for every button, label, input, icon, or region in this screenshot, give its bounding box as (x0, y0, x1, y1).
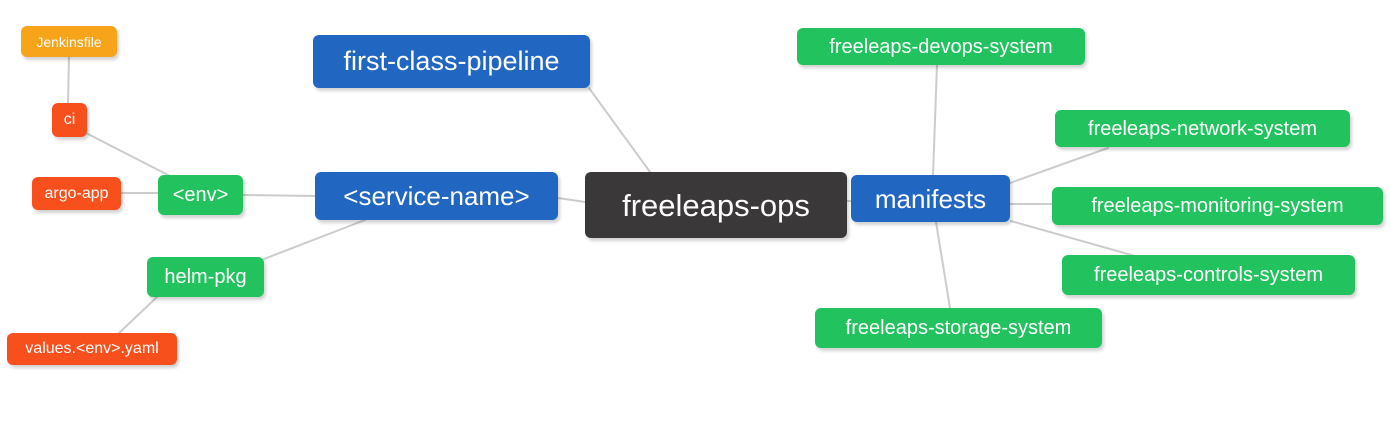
node-helm-pkg[interactable]: helm-pkg (147, 257, 264, 297)
edge-env-ci (85, 132, 171, 177)
node-values-env-yaml[interactable]: values.<env>.yaml (7, 333, 177, 365)
edge-service-name-env (242, 194, 316, 197)
edge-manifests-freeleaps-devops-system (932, 64, 938, 176)
node-freeleaps-devops-system[interactable]: freeleaps-devops-system (797, 28, 1085, 65)
edge-manifests-freeleaps-controls-system (1010, 220, 1136, 257)
node-freeleaps-controls-system[interactable]: freeleaps-controls-system (1062, 255, 1355, 295)
node-ci[interactable]: ci (52, 103, 87, 137)
edge-manifests-freeleaps-storage-system (935, 221, 951, 309)
edge-freeleaps-ops-first-class-pipeline (588, 87, 651, 173)
node-freeleaps-monitoring-system[interactable]: freeleaps-monitoring-system (1052, 187, 1383, 225)
node-freeleaps-ops[interactable]: freeleaps-ops (585, 172, 847, 238)
node-service-name[interactable]: <service-name> (315, 172, 558, 220)
node-freeleaps-network-system[interactable]: freeleaps-network-system (1055, 110, 1350, 147)
edge-service-name-helm-pkg (263, 219, 366, 260)
node-manifests[interactable]: manifests (851, 175, 1010, 222)
edge-helm-pkg-values-env-yaml (118, 296, 158, 334)
edge-manifests-freeleaps-network-system (1009, 147, 1109, 184)
node-freeleaps-storage-system[interactable]: freeleaps-storage-system (815, 308, 1102, 348)
edge-freeleaps-ops-service-name (557, 197, 586, 203)
node-argo-app[interactable]: argo-app (32, 177, 121, 210)
node-env[interactable]: <env> (158, 175, 243, 215)
edge-ci-jenkinsfile (67, 56, 70, 104)
node-first-class-pipeline[interactable]: first-class-pipeline (313, 35, 590, 88)
node-jenkinsfile[interactable]: Jenkinsfile (21, 26, 117, 57)
